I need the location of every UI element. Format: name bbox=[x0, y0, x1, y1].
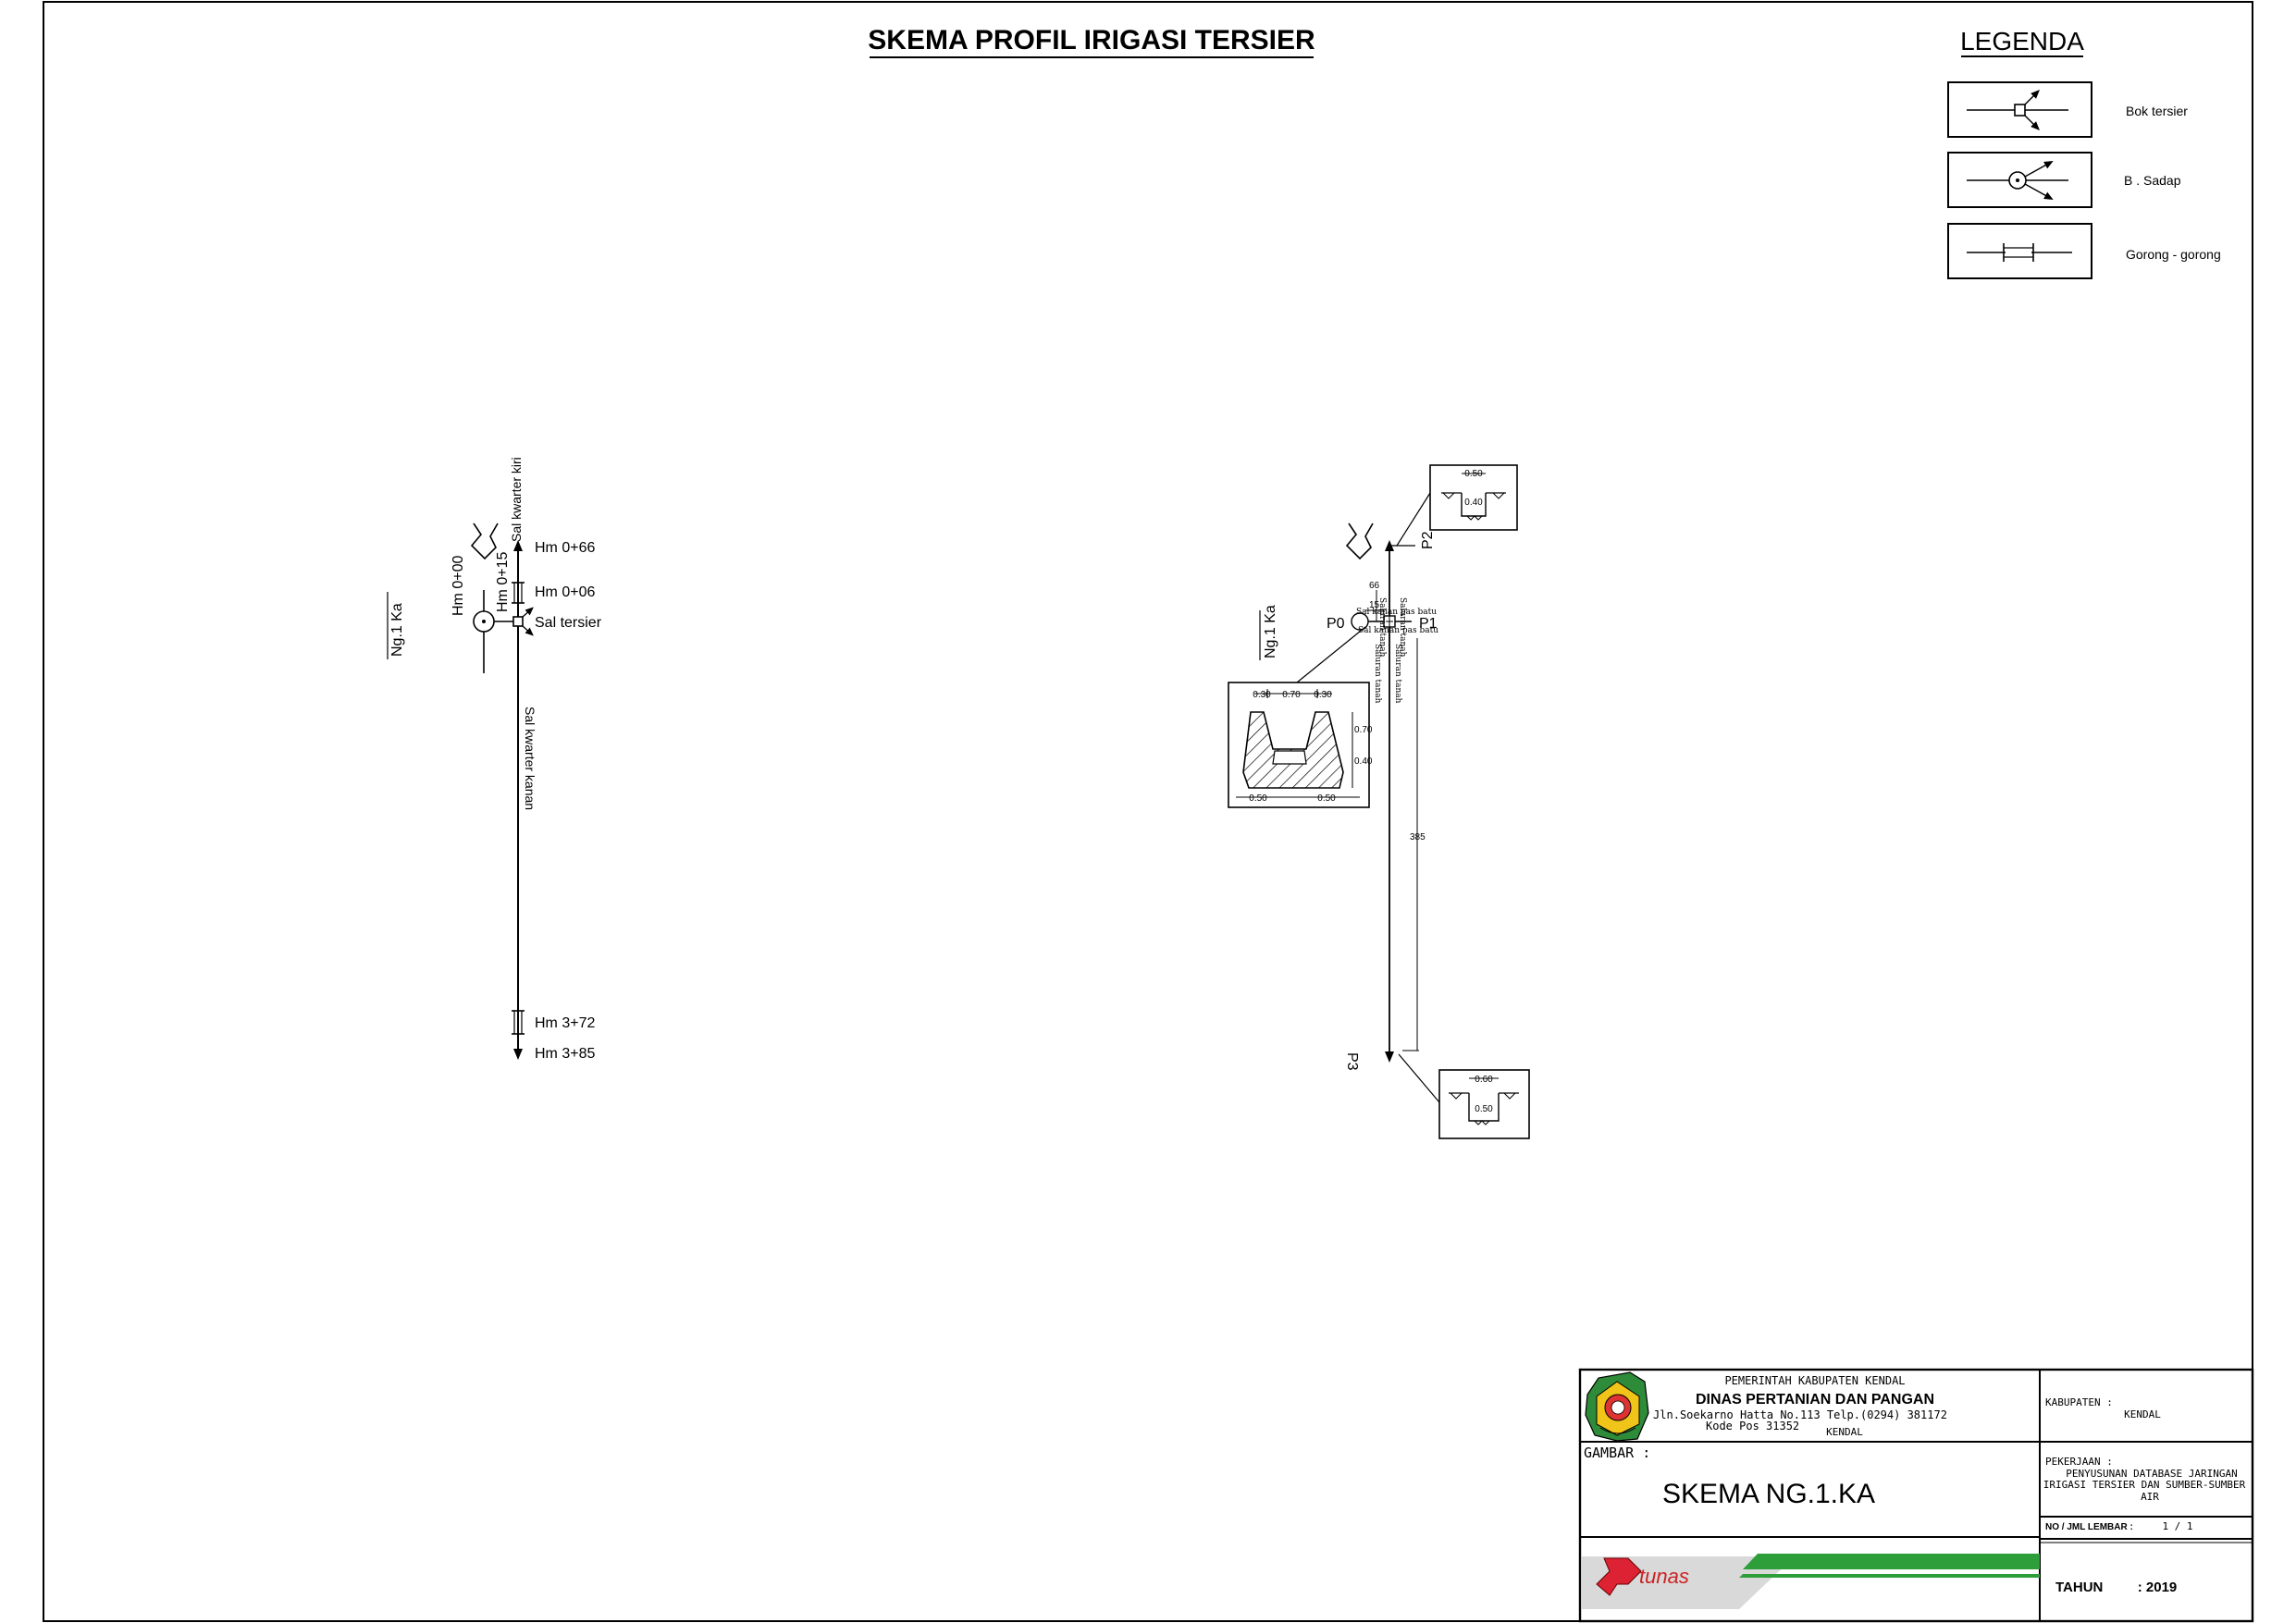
legend-item-bok-tersier: Bok tersier bbox=[1947, 81, 2188, 138]
svg-text:Sal kwarter kiri: Sal kwarter kiri bbox=[509, 457, 524, 542]
svg-text:66: 66 bbox=[1369, 581, 1380, 591]
svg-text:15: 15 bbox=[1369, 600, 1380, 610]
svg-text:PEMERINTAH KABUPATEN KENDAL: PEMERINTAH KABUPATEN KENDAL bbox=[1724, 1374, 1905, 1387]
consultant-logo: tunas bbox=[1582, 1554, 2040, 1609]
svg-text:Saluran tanah: Saluran tanah bbox=[1398, 597, 1407, 658]
svg-text:Sal tersier: Sal tersier bbox=[535, 615, 602, 631]
svg-text:SKEMA PROFIL IRIGASI TERSIER: SKEMA PROFIL IRIGASI TERSIER bbox=[868, 25, 1315, 55]
svg-text:Hm 0+00: Hm 0+00 bbox=[451, 556, 466, 616]
arrow-down-icon bbox=[1385, 1051, 1394, 1063]
arrow-down-icon bbox=[513, 1049, 523, 1060]
svg-text:Sal kanan pas batu: Sal kanan pas batu bbox=[1356, 608, 1437, 617]
svg-text:0.40: 0.40 bbox=[1464, 498, 1483, 508]
svg-text:Hm 0+66: Hm 0+66 bbox=[535, 540, 595, 556]
svg-text:Jln.Soekarno Hatta No.113 Telp: Jln.Soekarno Hatta No.113 Telp.(0294) 38… bbox=[1653, 1408, 1947, 1421]
bangunan-sadap-icon bbox=[1351, 612, 1369, 631]
svg-text:tunas: tunas bbox=[1639, 1565, 1689, 1588]
sheet-border bbox=[43, 1, 2253, 1622]
svg-text:Hm 3+85: Hm 3+85 bbox=[535, 1046, 595, 1062]
gorong-gorong-icon bbox=[512, 1010, 525, 1035]
svg-text:AIR: AIR bbox=[2141, 1491, 2159, 1503]
svg-text:Sal kanan pas batu: Sal kanan pas batu bbox=[1358, 626, 1438, 635]
svg-text:P0: P0 bbox=[1327, 616, 1345, 632]
svg-text:P1: P1 bbox=[1419, 616, 1438, 632]
legend-item-b-sadap: B . Sadap bbox=[1947, 152, 2181, 208]
svg-text:Saluran tanah: Saluran tanah bbox=[1393, 644, 1402, 704]
svg-text:IRIGASI TERSIER DAN SUMBER-SUM: IRIGASI TERSIER DAN SUMBER-SUMBER bbox=[2043, 1479, 2246, 1491]
svg-text:DINAS PERTANIAN DAN PANGAN: DINAS PERTANIAN DAN PANGAN bbox=[1696, 1392, 1934, 1408]
svg-text:385: 385 bbox=[1410, 832, 1426, 842]
scheme-right: Ng.1 Ka P0 P1 P2 P3 66 15 385 Sal kanan … bbox=[1228, 464, 1530, 1139]
svg-text:GAMBAR :: GAMBAR : bbox=[1584, 1445, 1650, 1461]
drawing-name: SKEMA NG.1.KA bbox=[1662, 1479, 1875, 1509]
cross-section-bottom: 0.60 0.50 bbox=[1438, 1069, 1530, 1139]
svg-text:KABUPATEN :: KABUPATEN : bbox=[2045, 1396, 2113, 1408]
svg-text:B . Sadap: B . Sadap bbox=[2124, 173, 2181, 188]
svg-text:0.30: 0.30 bbox=[1253, 690, 1271, 700]
svg-text:0.50: 0.50 bbox=[1249, 793, 1267, 804]
svg-text:P3: P3 bbox=[1344, 1052, 1360, 1071]
svg-text:PEKERJAAN :: PEKERJAAN : bbox=[2045, 1456, 2113, 1468]
legend-item-gorong-gorong: Gorong - gorong bbox=[1947, 223, 2221, 279]
svg-text:PENYUSUNAN DATABASE JARINGAN: PENYUSUNAN DATABASE JARINGAN bbox=[2066, 1468, 2237, 1480]
svg-text:0.70: 0.70 bbox=[1354, 725, 1373, 735]
bok-tersier-icon bbox=[1967, 90, 2068, 130]
svg-text:KENDAL: KENDAL bbox=[1826, 1426, 1863, 1438]
svg-text:KENDAL: KENDAL bbox=[2124, 1408, 2161, 1420]
legend-heading: LEGENDA bbox=[1960, 27, 2084, 55]
legend: LEGENDA Bok tersier B . Sadap bbox=[1947, 27, 2221, 279]
kabupaten-kendal-seal bbox=[1585, 1371, 1649, 1442]
svg-text:0.40: 0.40 bbox=[1354, 756, 1373, 767]
svg-text:Saluran tanah: Saluran tanah bbox=[1373, 644, 1382, 704]
scheme-right-code: Ng.1 Ka bbox=[1263, 605, 1278, 658]
cross-section-top: 0.50 0.40 bbox=[1429, 464, 1518, 531]
bangunan-sadap-icon bbox=[1967, 160, 2068, 201]
arrow-up-icon bbox=[513, 540, 523, 551]
svg-text:0.50: 0.50 bbox=[1317, 793, 1336, 804]
svg-text:: 2019: : 2019 bbox=[2138, 1580, 2178, 1595]
zigzag-symbol-icon bbox=[1345, 523, 1374, 560]
gorong-gorong-icon bbox=[1967, 243, 2072, 262]
drawing-title: SKEMA PROFIL IRIGASI TERSIER bbox=[868, 25, 1315, 58]
svg-text:1 / 1: 1 / 1 bbox=[2162, 1520, 2192, 1532]
scheme-left: Ng.1 Ka Hm 0+00 Hm 0+15 Sal kwarter kiri… bbox=[387, 457, 602, 1062]
svg-text:Hm 0+06: Hm 0+06 bbox=[535, 584, 595, 600]
scheme-left-code: Ng.1 Ka bbox=[389, 603, 405, 657]
cross-section-pas-batu: 0.30 0.70 0.30 0.70 0.40 0.50 0.50 bbox=[1228, 682, 1373, 808]
title-block: PEMERINTAH KABUPATEN KENDAL DINAS PERTAN… bbox=[1578, 1368, 2254, 1623]
svg-text:0.30: 0.30 bbox=[1314, 690, 1332, 700]
svg-text:TAHUN: TAHUN bbox=[2055, 1580, 2103, 1595]
zigzag-symbol-icon bbox=[470, 523, 499, 560]
svg-text:0.70: 0.70 bbox=[1282, 690, 1301, 700]
gorong-gorong-icon bbox=[512, 582, 525, 604]
svg-text:0.50: 0.50 bbox=[1464, 469, 1483, 479]
svg-text:Saluran tanah: Saluran tanah bbox=[1377, 597, 1387, 658]
svg-text:Sal kwarter kanan: Sal kwarter kanan bbox=[523, 707, 537, 810]
svg-text:Hm 3+72: Hm 3+72 bbox=[535, 1015, 595, 1031]
svg-text:0.50: 0.50 bbox=[1475, 1104, 1493, 1114]
svg-text:P2: P2 bbox=[1420, 531, 1436, 549]
svg-text:NO / JML LEMBAR :: NO / JML LEMBAR : bbox=[2045, 1522, 2133, 1532]
svg-text:Kode Pos 31352: Kode Pos 31352 bbox=[1706, 1420, 1799, 1432]
svg-text:Hm 0+15: Hm 0+15 bbox=[495, 552, 511, 612]
svg-text:0.60: 0.60 bbox=[1475, 1075, 1493, 1085]
svg-text:Bok tersier: Bok tersier bbox=[2126, 104, 2188, 118]
bok-tersier-icon bbox=[512, 607, 534, 636]
svg-text:Gorong - gorong: Gorong - gorong bbox=[2126, 247, 2221, 262]
